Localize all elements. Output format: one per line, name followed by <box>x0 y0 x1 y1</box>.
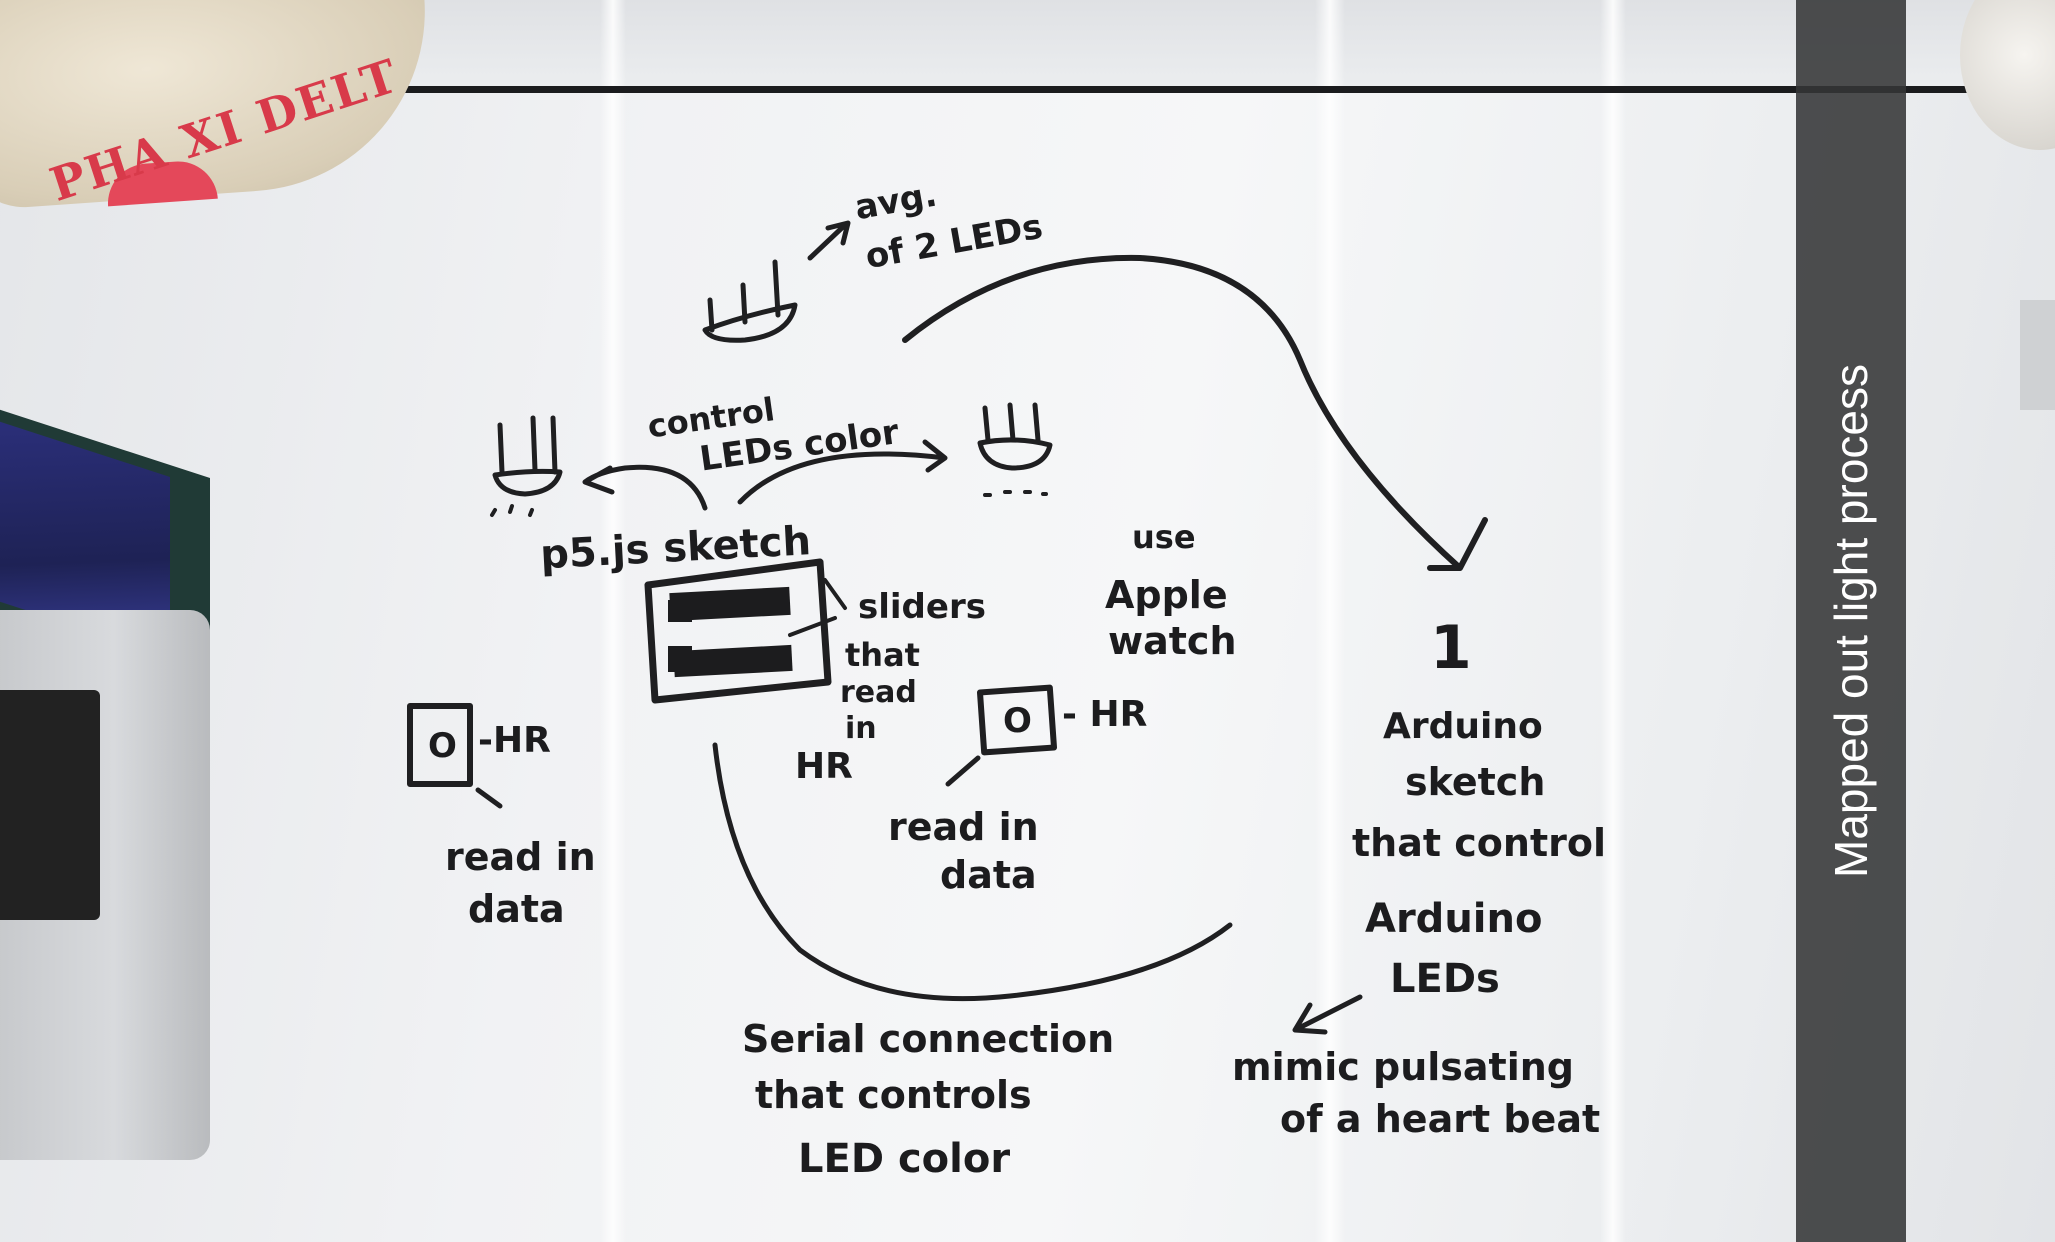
apple-watch-note: use Apple watch <box>1105 518 1237 663</box>
sensor-mid-symbol: O <box>1003 701 1032 741</box>
control-note: control LEDs color <box>645 390 901 479</box>
svg-text:sliders: sliders <box>858 587 986 627</box>
svg-text:in: in <box>845 711 877 746</box>
led-icon-top <box>702 220 851 343</box>
svg-text:avg.: avg. <box>852 175 940 229</box>
arrow-to-arduino <box>902 254 1488 571</box>
avg-note: avg. of 2 LEDs <box>852 175 1046 278</box>
svg-text:use: use <box>1132 518 1196 556</box>
svg-text:of a heart beat: of a heart beat <box>1280 1097 1600 1141</box>
svg-text:that controls: that controls <box>755 1073 1032 1117</box>
svg-text:data: data <box>468 887 565 931</box>
glare-stripe <box>600 0 626 1242</box>
serial-note: Serial connection that controls LED colo… <box>742 1017 1114 1182</box>
svg-text:read in: read in <box>888 805 1039 849</box>
whiteboard-edge <box>405 86 1985 93</box>
slider-1 <box>669 586 791 622</box>
arrow-to-left-led <box>582 464 708 511</box>
serial-connection-arc <box>712 742 1233 1002</box>
led-icon-right <box>977 402 1053 497</box>
laptop <box>0 400 230 1160</box>
sensor-left-symbol: O <box>428 726 457 766</box>
sensor-mid-label: - HR <box>1062 694 1147 735</box>
svg-text:Apple: Apple <box>1105 573 1228 617</box>
svg-text:that control: that control <box>1352 821 1606 865</box>
laptop-keyboard <box>0 690 100 920</box>
sensor-left-label: -HR <box>478 720 551 761</box>
arduino-note: Arduino sketch that control Arduino LEDs <box>1352 706 1606 1002</box>
arrow-to-heartbeat <box>1292 994 1363 1035</box>
mid-read-note: read in data <box>888 805 1039 897</box>
svg-text:HR: HR <box>795 746 853 787</box>
caption-text: Mapped out light process <box>1825 364 1877 878</box>
arrow-to-right-led <box>737 439 948 505</box>
svg-text:sketch: sketch <box>1405 760 1545 804</box>
slider-1-handle <box>668 600 692 622</box>
svg-text:LED color: LED color <box>798 1136 1010 1182</box>
svg-text:data: data <box>940 853 1037 897</box>
glare-stripe <box>1600 0 1626 1242</box>
svg-text:Arduino: Arduino <box>1383 706 1543 747</box>
svg-text:mimic pulsating: mimic pulsating <box>1232 1045 1574 1089</box>
arduino-number: 1 <box>1430 613 1472 683</box>
sliders-note: sliders that read in HR <box>795 587 986 787</box>
heartbeat-note: mimic pulsating of a heart beat <box>1232 1045 1600 1141</box>
svg-text:read in: read in <box>445 835 596 879</box>
slider-2-handle <box>668 646 692 672</box>
svg-text:read: read <box>840 675 917 710</box>
sketch-box <box>644 558 847 704</box>
svg-text:Arduino: Arduino <box>1365 896 1542 942</box>
led-icon-left <box>490 415 563 517</box>
slider-2 <box>673 644 793 678</box>
left-read-note: read in data <box>445 835 596 931</box>
svg-text:that: that <box>845 636 920 674</box>
laptop-base <box>0 610 210 1160</box>
desk-object <box>2020 300 2055 410</box>
svg-text:Serial connection: Serial connection <box>742 1017 1114 1061</box>
caption-bar <box>1796 0 1906 1242</box>
sensor-mid: O - HR <box>945 684 1147 787</box>
svg-text:watch: watch <box>1108 619 1237 663</box>
sensor-left: O -HR <box>407 703 551 809</box>
glare-stripe <box>1315 0 1345 1242</box>
svg-text:LEDs: LEDs <box>1390 956 1500 1002</box>
